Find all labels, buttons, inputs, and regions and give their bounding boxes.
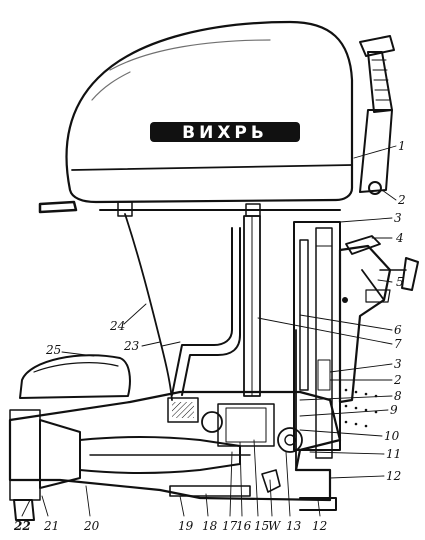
callout-4: 4 — [395, 231, 404, 245]
engine-cover: ВИХРЬ — [65, 20, 354, 204]
tiller-handle — [359, 35, 395, 195]
callout-2-lower: 2 — [393, 373, 402, 387]
callout-6: 6 — [394, 323, 402, 337]
callout-3: 3 — [394, 211, 402, 225]
callout-labels: 1 2 3 4 5 6 7 3 2 8 9 10 11 12 24 25 23 — [45, 139, 406, 483]
label-17: 17 — [222, 519, 238, 533]
clamp-bracket — [293, 221, 419, 459]
callout-2: 2 — [397, 193, 406, 207]
lower-unit — [8, 390, 342, 521]
callout-8: 8 — [394, 389, 402, 403]
brand-plate — [150, 122, 300, 142]
callout-9: 9 — [390, 403, 398, 417]
callout-24: 24 — [109, 319, 125, 333]
callout-10: 10 — [384, 429, 400, 443]
water-tube — [171, 227, 233, 396]
label-12-bottom: 12 — [312, 519, 327, 533]
label-15: 15 — [254, 519, 269, 533]
callout-23: 23 — [123, 339, 140, 353]
callout-11: 11 — [386, 447, 401, 461]
bottom-labels: 22 21 20 19 18 17 16 15 W 13 12 — [13, 519, 327, 533]
label-18: 18 — [202, 519, 218, 533]
leader-lines — [21, 145, 397, 517]
label-W: W — [268, 519, 282, 533]
callout-12: 12 — [386, 469, 401, 483]
label-13: 13 — [286, 519, 302, 533]
label-22: 22 — [13, 519, 31, 533]
label-19: 19 — [178, 519, 194, 533]
callout-3-lower: 3 — [394, 357, 402, 371]
callout-5: 5 — [396, 275, 404, 289]
label-20: 20 — [83, 519, 100, 533]
brand-text: ВИХРЬ — [182, 123, 268, 143]
callout-25: 25 — [45, 343, 61, 357]
drive-shaft — [243, 215, 261, 397]
callout-1: 1 — [398, 139, 406, 153]
label-16: 16 — [236, 519, 252, 533]
label-21: 21 — [43, 519, 59, 533]
throttle-knob — [38, 200, 78, 214]
control-cable — [124, 213, 173, 401]
fuel-tank — [19, 354, 131, 399]
callout-7: 7 — [394, 337, 402, 351]
